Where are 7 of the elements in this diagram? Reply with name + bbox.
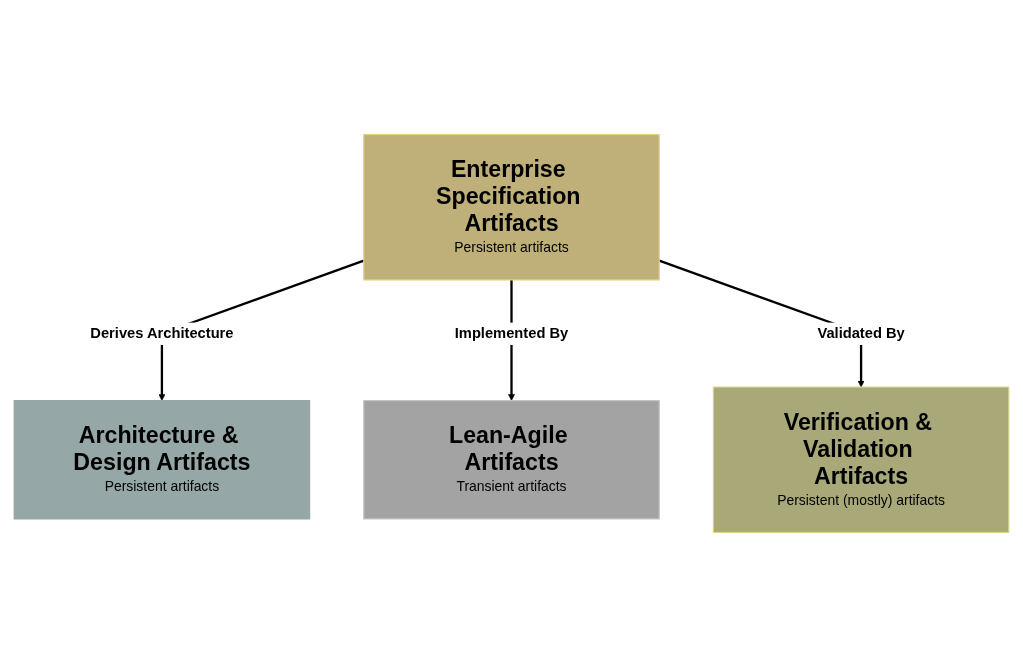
node-box: Enterprise Specification Artifacts Persistent artifacts xyxy=(363,133,660,281)
edge-label: Derives Architecture xyxy=(90,324,234,342)
edge-label: Implemented By xyxy=(454,324,569,342)
node-box: Lean-Agile Artifacts Transient artifacts xyxy=(363,400,660,520)
node-box: Verification & Validation Artifacts Persistent (mostly) artifacts xyxy=(712,386,1010,534)
node-box: Architecture & Design Artifacts Persistent artifacts xyxy=(13,400,311,520)
edge-label: Validated By xyxy=(817,324,905,342)
